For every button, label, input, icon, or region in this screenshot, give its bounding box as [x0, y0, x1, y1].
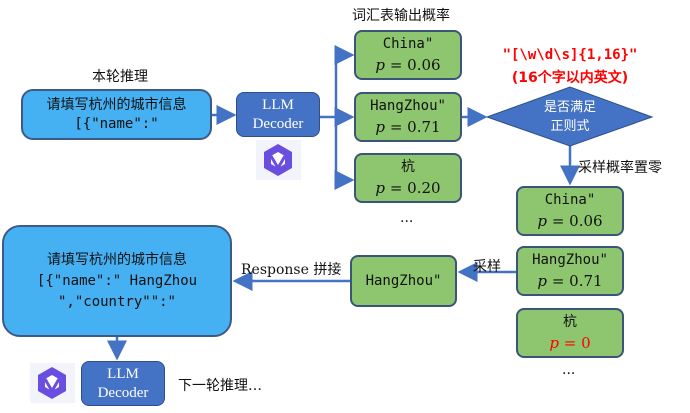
sampled-token-box: HangZhou"	[350, 255, 457, 307]
probability: p = 0.71	[537, 272, 603, 290]
llm-decoder-1: LLM Decoder	[236, 92, 320, 137]
token: China"	[544, 192, 596, 208]
decoder-line-1: LLM	[107, 365, 139, 382]
candidate-hang-char: 杭 p = 0.20	[354, 153, 462, 203]
qwen-logo-icon	[256, 140, 301, 180]
decision-text: 是否满足正则式	[543, 100, 596, 134]
candidate-china: China" p = 0.06	[354, 30, 462, 80]
probability-zeroed: p = 0	[549, 334, 591, 352]
candidate-hangzhou: HangZhou" p = 0.71	[354, 92, 462, 142]
token: 杭	[563, 314, 577, 330]
regex-pattern: "[\w\d\s]{1,16}"	[502, 47, 638, 63]
probability: p = 0.06	[537, 212, 603, 230]
token: 杭	[401, 159, 415, 175]
masked-candidate-hangzhou: HangZhou" p = 0.71	[516, 246, 624, 296]
probability: p = 0.71	[375, 118, 441, 136]
ellipsis-2: ...	[562, 362, 576, 378]
prompt-box: 请填写杭州的城市信息 [{"name":"	[21, 89, 212, 140]
llm-decoder-2: LLM Decoder	[81, 361, 165, 406]
next-round-label: 下一轮推理…	[178, 378, 262, 394]
vocab-label: 词汇表输出概率	[352, 8, 450, 24]
masked-candidate-china: China" p = 0.06	[516, 186, 624, 236]
result-box: 请填写杭州的城市信息 [{"name":" HangZhou ","countr…	[2, 225, 232, 337]
zero-label: 采样概率置零	[578, 160, 662, 176]
result-line-3: ","country"":"	[57, 293, 176, 310]
concat-label: Response 拼接	[241, 262, 342, 278]
sampled-token: HangZhou"	[365, 272, 442, 289]
qwen-logo-icon	[30, 363, 75, 403]
decoder-line-2: Decoder	[97, 384, 149, 401]
result-line-2: [{"name":" HangZhou	[36, 272, 198, 289]
current-round-label: 本轮推理	[92, 69, 148, 85]
sample-label: 采样	[473, 259, 501, 275]
token: HangZhou"	[532, 252, 608, 268]
decision-diamond	[485, 86, 654, 147]
masked-candidate-hang-char: 杭 p = 0	[516, 308, 624, 358]
regex-description: (16个字以内英文)	[511, 70, 629, 86]
result-line-1: 请填写杭州的城市信息	[47, 251, 187, 268]
decoder-line-2: Decoder	[252, 115, 304, 132]
token: HangZhou"	[370, 98, 446, 114]
probability: p = 0.20	[375, 179, 441, 197]
prompt-line-1: 请填写杭州的城市信息	[46, 96, 187, 113]
probability: p = 0.06	[375, 56, 441, 74]
token: China"	[382, 36, 434, 52]
decoder-line-1: LLM	[262, 96, 294, 113]
prompt-line-2: [{"name":"	[74, 115, 159, 132]
ellipsis-1: ...	[400, 210, 414, 226]
